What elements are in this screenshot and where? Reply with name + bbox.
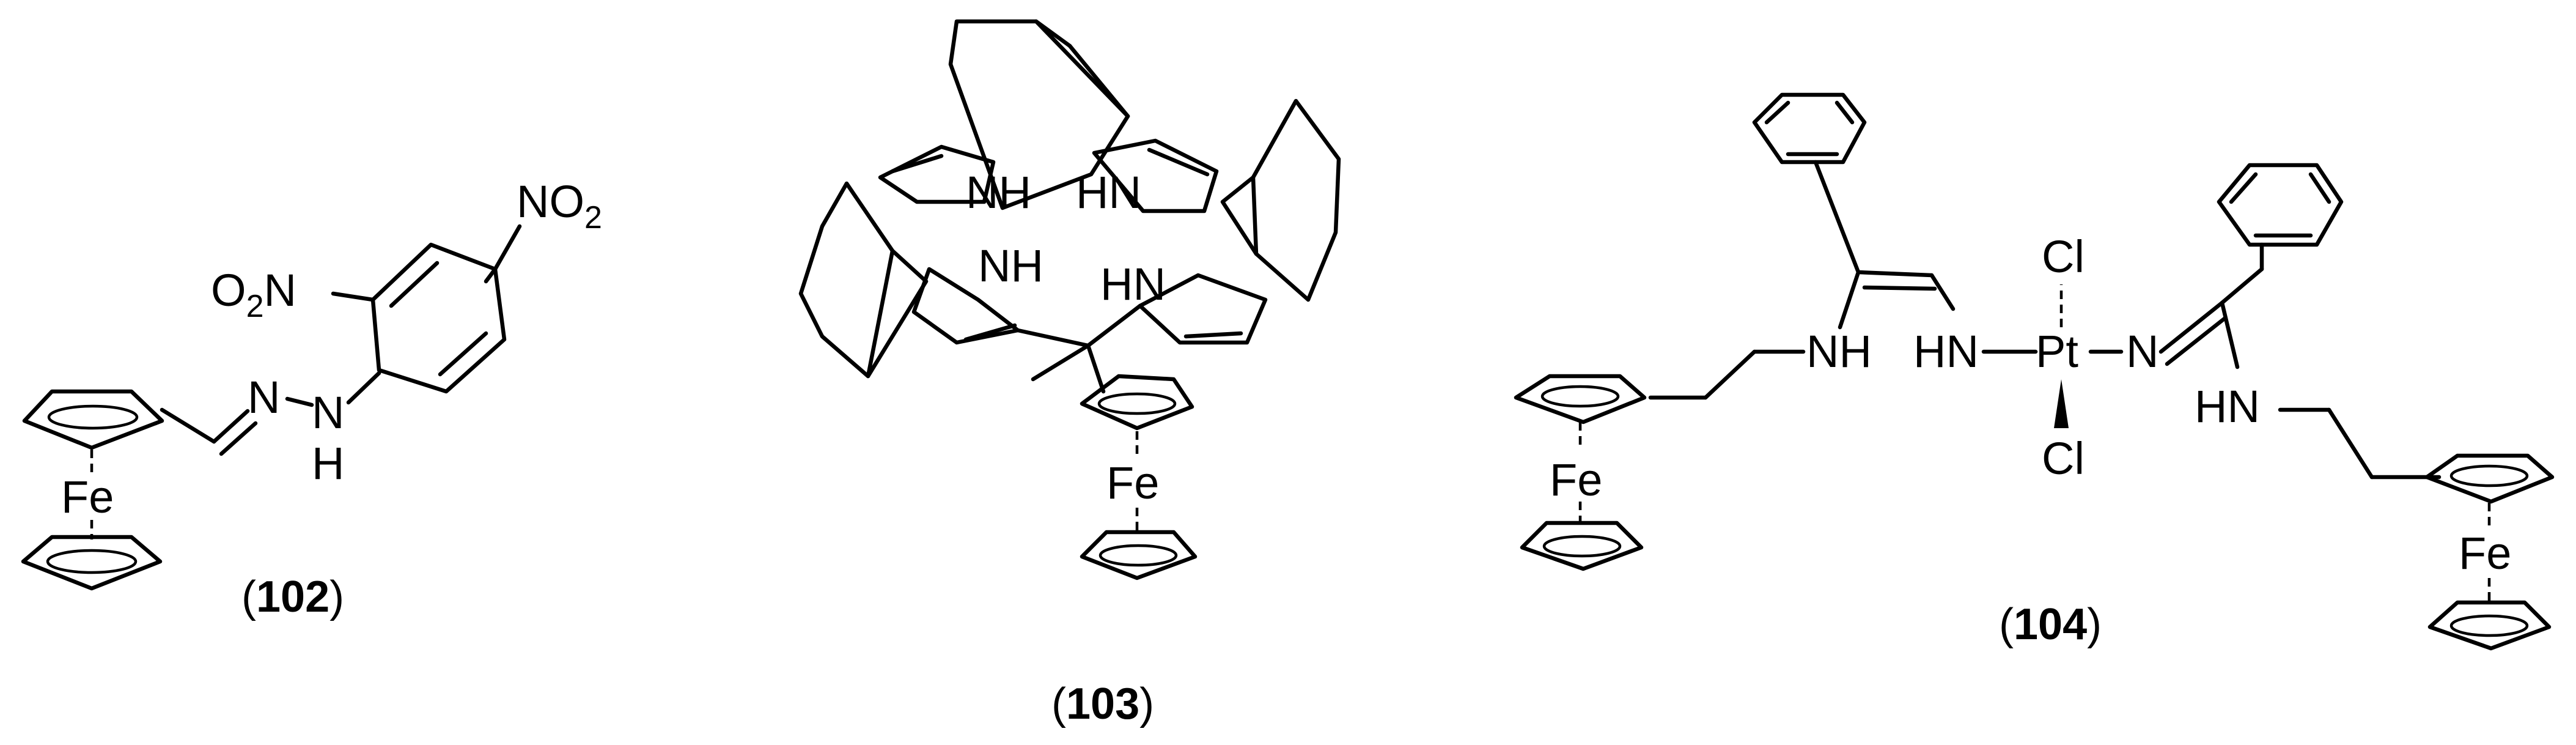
nh-top-right-103: HN — [1076, 167, 1141, 218]
imine-n-102: N — [248, 372, 280, 423]
iron-atom-102: Fe — [61, 472, 114, 522]
ferrocene-104-left: Fe — [1514, 374, 1647, 571]
compound-label-102: (102) — [241, 573, 344, 621]
cl-bottom-104: Cl — [2042, 433, 2085, 484]
iron-atom-104-right: Fe — [2459, 528, 2511, 579]
iron-atom-103: Fe — [1106, 458, 1159, 508]
iron-atom-104-left: Fe — [1550, 454, 1602, 505]
compound-104: NH HN Pt Cl Cl N HN — [1514, 92, 2555, 651]
platinum-atom-104: Pt — [2036, 326, 2078, 377]
hydrazine-n-102: N — [312, 387, 344, 438]
ferrocene-104-right: Fe — [2424, 453, 2555, 651]
hydrazine-h-102: H — [312, 438, 344, 489]
hn-left-104: HN — [1913, 326, 1979, 377]
ferrocene-102: Fe — [21, 389, 164, 591]
compound-label-103: (103) — [1051, 680, 1154, 728]
cl-top-104: Cl — [2042, 231, 2085, 282]
nh-top-left-103: NH — [966, 167, 1031, 218]
nitro-top-102: NO2 — [517, 176, 602, 235]
compound-102: Fe N N H NO2 O2N (102) — [21, 176, 602, 621]
nh-left-104: NH — [1806, 326, 1872, 377]
compound-label-104: (104) — [1999, 600, 2102, 649]
nh-bottom-right-103: HN — [1100, 259, 1166, 309]
hn-right-104: HN — [2195, 381, 2260, 432]
imine-n-104: N — [2126, 326, 2158, 377]
nh-bottom-left-103: NH — [978, 240, 1043, 291]
ferrocene-103: Fe — [1080, 374, 1198, 580]
nitro-left-102: O2N — [211, 265, 296, 324]
compound-103: NH HN NH HN Fe (103) — [798, 19, 1341, 728]
